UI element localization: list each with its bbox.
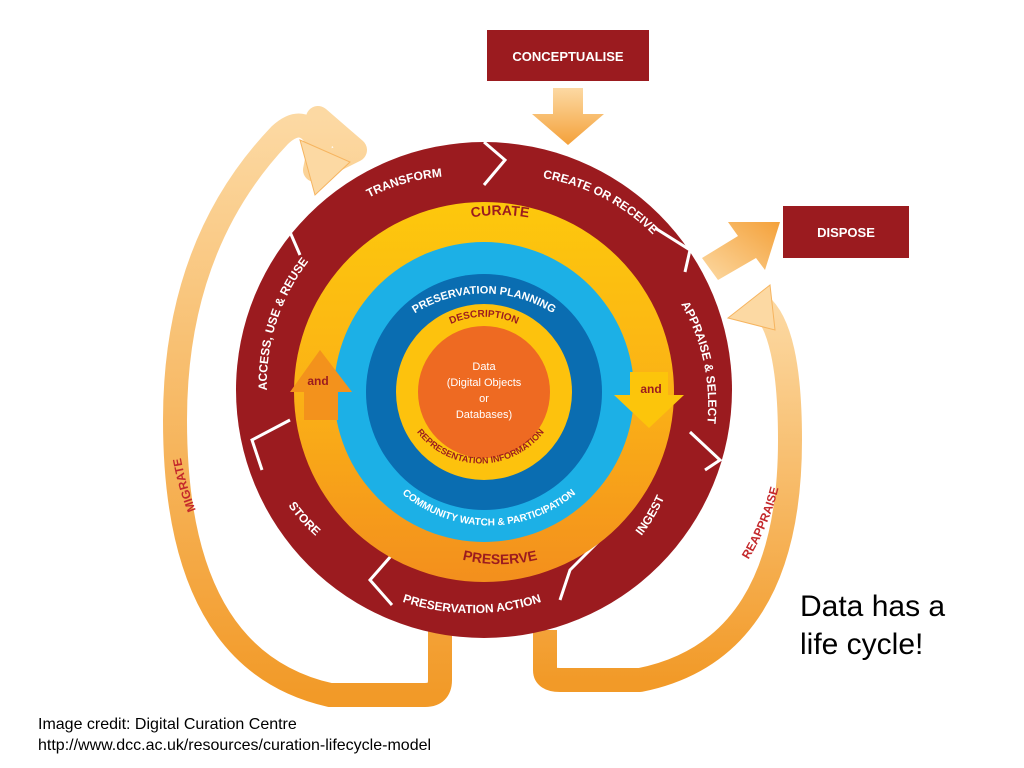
and-left-arrow: and — [290, 350, 352, 420]
dispose-box: DISPOSE — [783, 206, 909, 258]
caption-line-2: life cycle! — [800, 628, 924, 661]
dispose-label: DISPOSE — [817, 225, 875, 240]
dispose-arrow — [702, 222, 780, 280]
preserve-label: PRESERVE — [462, 547, 539, 567]
credit-line-1: Image credit: Digital Curation Centre — [38, 716, 297, 733]
conceptualise-arrow — [532, 88, 604, 145]
caption: Data has a life cycle! — [800, 588, 1000, 664]
data-core: Data (Digital Objects or Databases) — [418, 326, 550, 458]
credit-url: http://www.dcc.ac.uk/resources/curation-… — [38, 737, 432, 754]
core-line-2: (Digital Objects — [447, 377, 522, 389]
conceptualise-label: CONCEPTUALISE — [512, 49, 624, 64]
core-line-3: or — [479, 393, 489, 405]
image-credit: Image credit: Digital Curation Centre ht… — [38, 714, 431, 756]
migrate-arrow — [163, 106, 452, 707]
conceptualise-box: CONCEPTUALISE — [487, 30, 649, 81]
reappraise-arrow — [533, 284, 802, 692]
and-right-arrow: and — [614, 372, 684, 428]
core-line-1: Data — [472, 361, 496, 373]
and-right-label: and — [640, 382, 661, 396]
curate-label: CURATE — [470, 202, 531, 220]
caption-line-1: Data has a — [800, 590, 946, 623]
core-line-4: Databases) — [456, 409, 512, 421]
and-left-label: and — [307, 374, 328, 388]
